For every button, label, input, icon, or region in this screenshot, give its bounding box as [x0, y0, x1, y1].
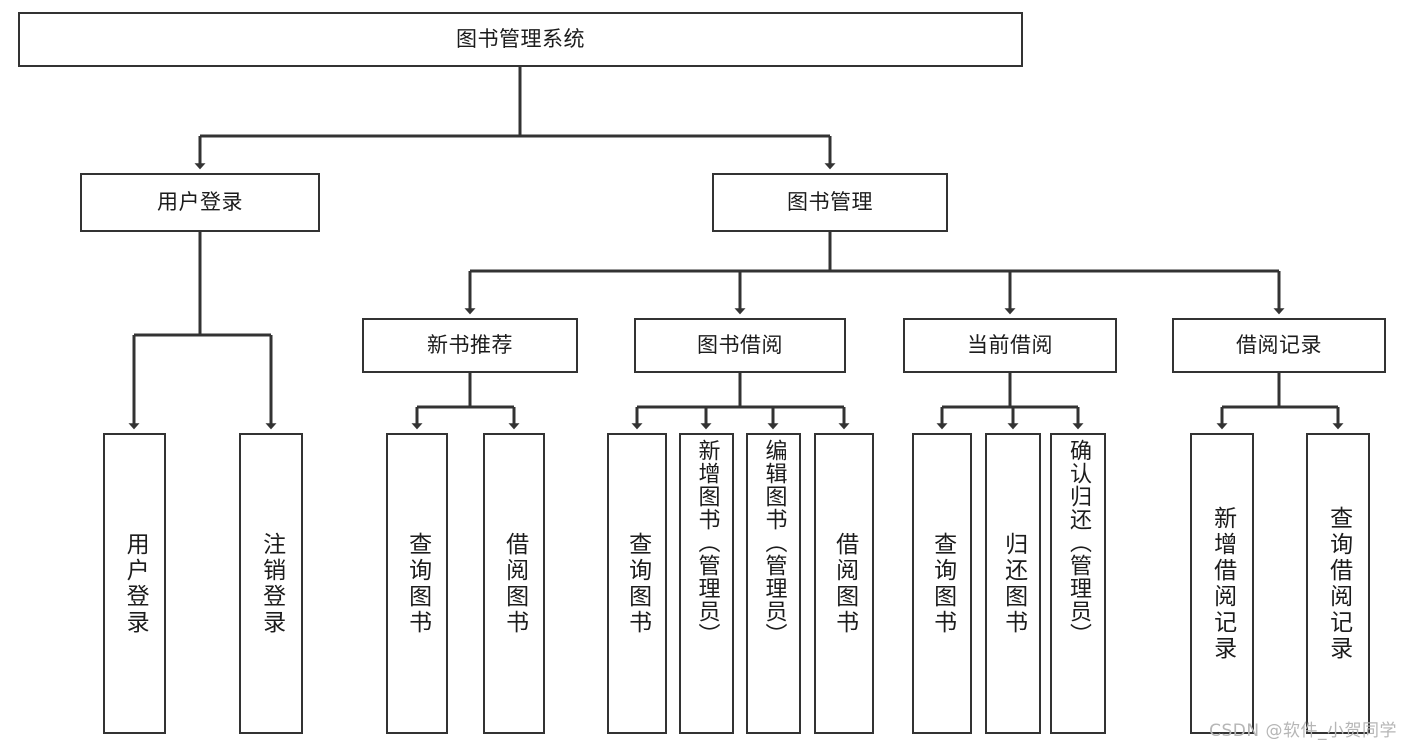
- csdn-watermark: CSDN @软件_小贺同学: [1209, 721, 1397, 741]
- node-l10[interactable]: 归还图书: [985, 433, 1041, 734]
- node-l1[interactable]: 用户登录: [103, 433, 166, 734]
- node-l12[interactable]: 新增借阅记录: [1190, 433, 1254, 734]
- node-label: 用户登录: [157, 189, 243, 214]
- node-l7[interactable]: 编辑图书（管理员）: [746, 433, 801, 734]
- node-label: 确认归还（管理员）: [1065, 439, 1091, 646]
- node-label: 查询图书: [929, 531, 956, 636]
- node-n-hist[interactable]: 借阅记录: [1172, 318, 1386, 373]
- node-n-login[interactable]: 用户登录: [80, 173, 320, 232]
- node-l3[interactable]: 查询图书: [386, 433, 448, 734]
- node-l9[interactable]: 查询图书: [912, 433, 972, 734]
- node-l6[interactable]: 新增图书（管理员）: [679, 433, 734, 734]
- edge-current-to-leaves: [936, 373, 1084, 430]
- node-label: 新增图书（管理员）: [694, 439, 720, 646]
- node-label: 查询图书: [624, 531, 651, 636]
- node-label: 注销登录: [258, 531, 285, 636]
- edge-bookmgr-to-level3: [464, 232, 1285, 315]
- edge-login-to-leaves: [128, 232, 277, 430]
- node-n-borrow[interactable]: 图书借阅: [634, 318, 846, 373]
- node-l13[interactable]: 查询借阅记录: [1306, 433, 1370, 734]
- node-l2[interactable]: 注销登录: [239, 433, 303, 734]
- node-n-cur[interactable]: 当前借阅: [903, 318, 1117, 373]
- node-label: 借阅记录: [1236, 332, 1322, 357]
- edge-borrow-to-leaves: [631, 373, 850, 430]
- node-label: 图书管理系统: [456, 26, 585, 51]
- node-l11[interactable]: 确认归还（管理员）: [1050, 433, 1106, 734]
- node-label: 借阅图书: [501, 531, 528, 636]
- node-l8[interactable]: 借阅图书: [814, 433, 874, 734]
- edge-history-to-leaves: [1216, 373, 1344, 430]
- node-label: 图书借阅: [697, 332, 783, 357]
- node-label: 新增借阅记录: [1209, 505, 1236, 662]
- node-n-newrec[interactable]: 新书推荐: [362, 318, 578, 373]
- node-n-bkmgr[interactable]: 图书管理: [712, 173, 948, 232]
- edge-newbook-to-leaves: [411, 373, 520, 430]
- node-label: 编辑图书（管理员）: [761, 439, 787, 646]
- node-l4[interactable]: 借阅图书: [483, 433, 545, 734]
- node-label: 用户登录: [122, 531, 149, 636]
- node-label: 查询借阅记录: [1325, 505, 1352, 662]
- node-label: 查询图书: [404, 531, 431, 636]
- node-label: 借阅图书: [831, 531, 858, 636]
- edge-root-to-level2: [194, 67, 836, 170]
- node-label: 当前借阅: [967, 332, 1053, 357]
- node-label: 归还图书: [1000, 531, 1027, 636]
- node-root[interactable]: 图书管理系统: [18, 12, 1023, 67]
- node-label: 新书推荐: [427, 332, 513, 357]
- node-label: 图书管理: [787, 189, 873, 214]
- node-l5[interactable]: 查询图书: [607, 433, 667, 734]
